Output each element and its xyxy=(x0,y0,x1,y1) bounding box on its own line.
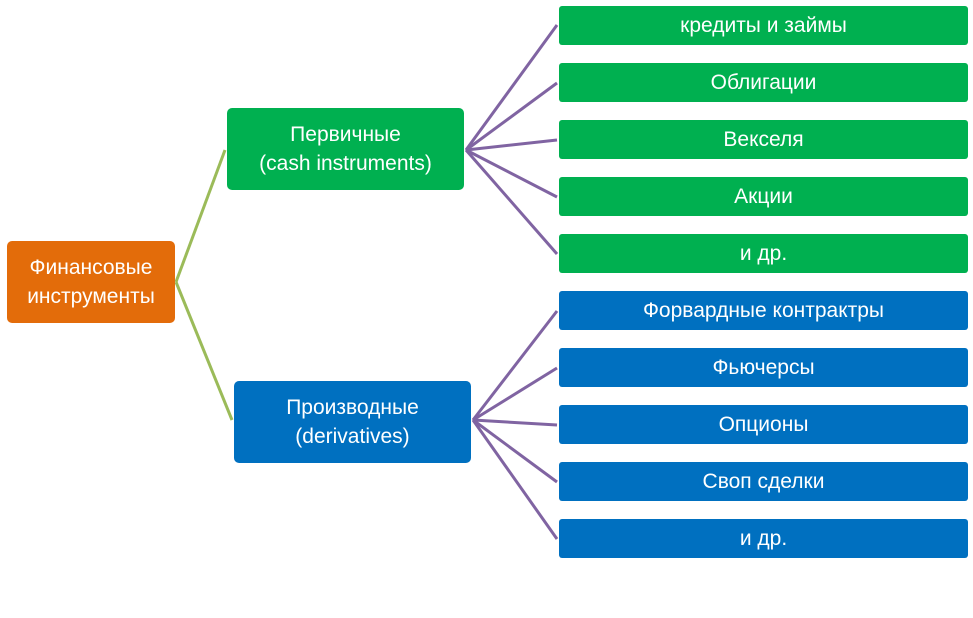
root-node-line-1: Финансовые xyxy=(29,256,153,279)
primary-node-line-1: Первичные xyxy=(290,123,401,146)
connector-root-primary xyxy=(174,149,227,283)
connector-primary-item-1 xyxy=(464,24,559,151)
derivatives-item-options: Опционы xyxy=(559,405,968,444)
root-node-financial-instruments: Финансовые инструменты xyxy=(7,241,175,323)
primary-item-bills: Векселя xyxy=(559,120,968,159)
derivatives-node-line-2: (derivatives) xyxy=(295,425,410,448)
primary-node-line-2: (cash instruments) xyxy=(259,152,432,175)
derivatives-item-forwards: Форвардные контрактры xyxy=(559,291,968,330)
primary-item-loans: кредиты и займы xyxy=(559,6,968,45)
connector-derivatives-item-4 xyxy=(472,418,558,484)
connector-derivatives-item-5 xyxy=(471,419,559,540)
connector-primary-item-2 xyxy=(465,81,558,152)
connector-primary-item-5 xyxy=(464,149,559,255)
connector-derivatives-item-2 xyxy=(472,366,558,422)
primary-item-shares: Акции xyxy=(559,177,968,216)
derivatives-item-swaps: Своп сделки xyxy=(559,462,968,501)
derivatives-item-other: и др. xyxy=(559,519,968,558)
primary-item-bonds: Облигации xyxy=(559,63,968,102)
connector-derivatives-item-1 xyxy=(471,310,559,421)
connector-primary-item-3 xyxy=(465,138,558,152)
connector-primary-item-4 xyxy=(465,148,558,199)
connector-root-derivatives xyxy=(174,281,234,421)
derivatives-node-line-1: Производные xyxy=(286,396,419,419)
primary-item-other: и др. xyxy=(559,234,968,273)
branch-node-derivatives: Производные (derivatives) xyxy=(234,381,471,463)
connector-derivatives-item-3 xyxy=(472,418,558,427)
root-node-line-2: инструменты xyxy=(27,285,155,308)
derivatives-item-futures: Фьючерсы xyxy=(559,348,968,387)
branch-node-primary: Первичные (cash instruments) xyxy=(227,108,464,190)
